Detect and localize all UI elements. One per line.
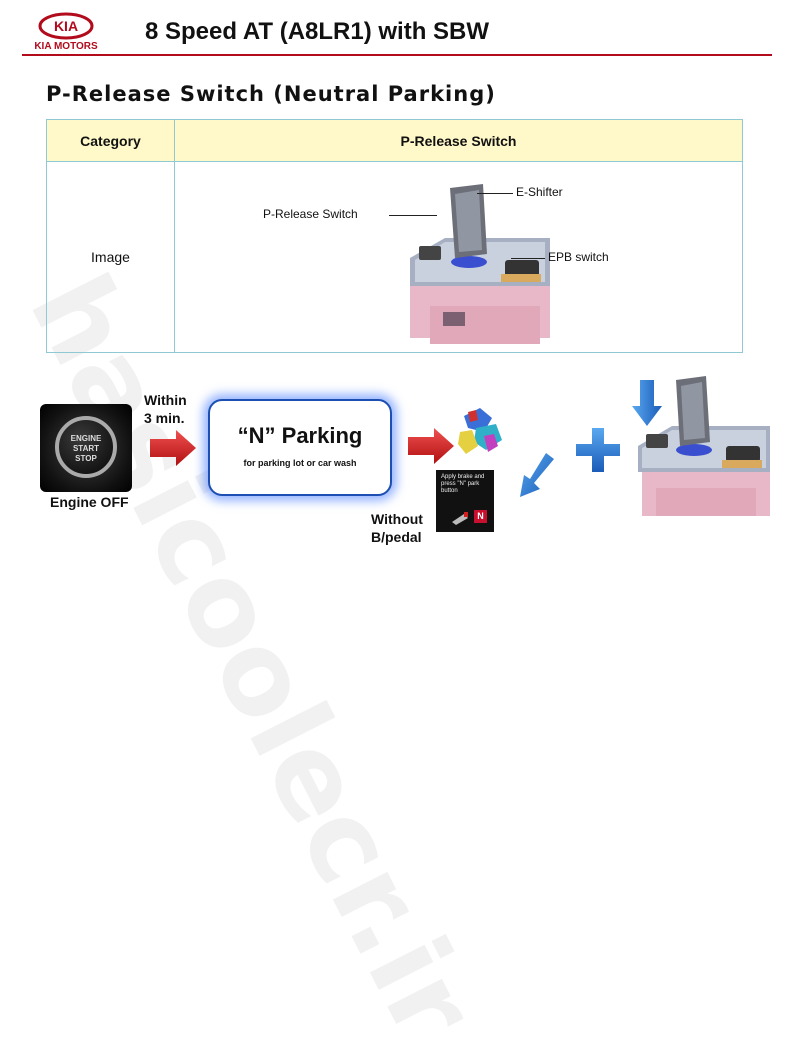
without-line-2: B/pedal [371, 529, 422, 545]
without-brake-pedal-label: Without B/pedal [371, 510, 423, 546]
diagonal-arrow-icon [520, 453, 554, 497]
n-park-badge: N [474, 510, 487, 523]
right-arrow-icon [150, 430, 196, 466]
within-label: Within 3 min. [144, 391, 187, 427]
watermark: hasicoolecr.ir [4, 255, 500, 1060]
callout-line-p-release [389, 215, 437, 216]
callout-e-shifter: E-Shifter [516, 185, 563, 199]
header-divider [22, 54, 772, 56]
engine-off-label: Engine OFF [50, 494, 129, 510]
down-arrow-icon [632, 380, 662, 426]
start-text-start: START [72, 444, 100, 453]
callout-epb: EPB switch [548, 250, 609, 264]
start-text-engine: ENGINE [70, 434, 102, 443]
kia-logo: KIA KIA MOTORS [30, 12, 102, 54]
right-arrow-icon [408, 428, 454, 464]
callout-line-epb [511, 258, 545, 259]
without-line-1: Without [371, 511, 423, 527]
cluster-display-image: Apply brake and press "N" park button N [436, 470, 494, 532]
e-shifter-press-image [638, 376, 770, 516]
transmission-gear-icon [458, 408, 502, 454]
table-header-category: Category [47, 120, 175, 162]
shifter-image-cell: E-Shifter P-Release Switch EPB switch [175, 162, 742, 352]
n-parking-subtitle: for parking lot or car wash [243, 458, 357, 468]
engine-start-stop-button-image: ENGINE START STOP [40, 404, 132, 492]
e-shifter-console-image [410, 184, 550, 344]
within-line-1: Within [144, 392, 187, 408]
within-line-2: 3 min. [144, 410, 185, 426]
section-title: P-Release Switch (Neutral Parking) [46, 82, 496, 106]
n-parking-title: “N” Parking [237, 423, 363, 448]
callout-line-e-shifter [477, 193, 513, 194]
brake-pedal-icon [452, 512, 468, 525]
cluster-message: Apply brake and press "N" park button [441, 474, 485, 494]
page-title: 8 Speed AT (A8LR1) with SBW [145, 18, 490, 45]
spec-table: Category P-Release Switch Image E-Shifte… [46, 119, 743, 353]
start-text-stop: STOP [75, 454, 97, 463]
plus-icon [576, 428, 620, 472]
logo-brand-sub: KIA MOTORS [34, 41, 98, 52]
n-parking-box: “N” Parking for parking lot or car wash [208, 399, 392, 496]
row-label-image: Image [47, 162, 175, 352]
logo-brand: KIA [54, 18, 78, 34]
table-header-p-release: P-Release Switch [175, 120, 742, 162]
start-button-ring: ENGINE START STOP [55, 416, 117, 478]
callout-p-release: P-Release Switch [263, 207, 358, 221]
